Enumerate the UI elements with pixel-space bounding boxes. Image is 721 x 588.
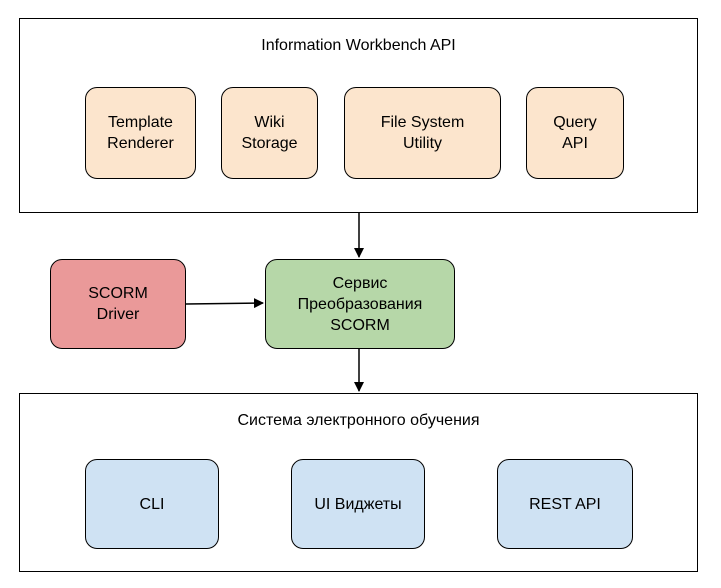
driver-to-service-arrow bbox=[185, 298, 264, 309]
scorm-driver-box: SCORM Driver bbox=[50, 259, 186, 349]
e-learning-system-title: Система электронного обучения bbox=[237, 412, 480, 429]
query-api-box: Query API bbox=[526, 87, 624, 179]
ui-widgets-box: UI Виджеты bbox=[291, 459, 425, 549]
rest-api-box: REST API bbox=[497, 459, 633, 549]
cli-box: CLI bbox=[85, 459, 219, 549]
scorm-conversion-service-box: Сервис Преобразования SCORM bbox=[265, 259, 455, 349]
file-system-utility-box: File System Utility bbox=[344, 87, 501, 179]
wiki-storage-box: Wiki Storage bbox=[221, 87, 318, 179]
information-workbench-api-title: Information Workbench API bbox=[261, 37, 456, 54]
template-renderer-box: Template Renderer bbox=[85, 87, 196, 179]
